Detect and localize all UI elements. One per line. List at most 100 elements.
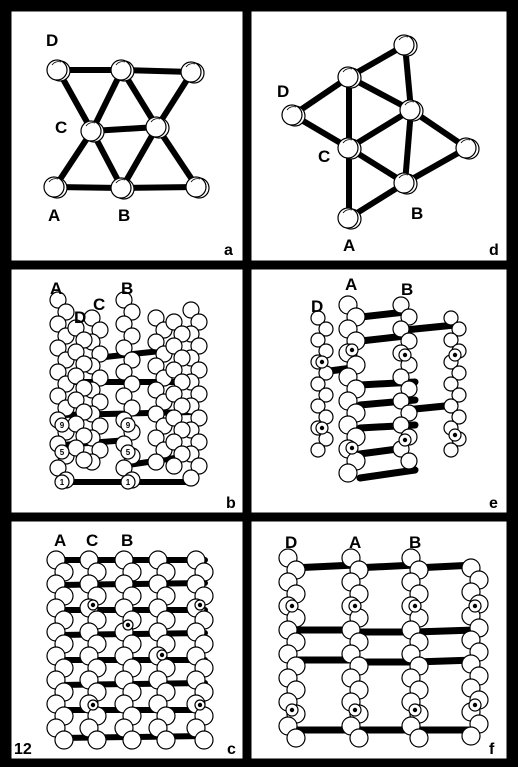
panel-f-label-d: D bbox=[285, 533, 297, 552]
atom bbox=[286, 728, 306, 748]
atom-shading bbox=[85, 122, 96, 127]
atom bbox=[173, 349, 191, 367]
atom bbox=[67, 391, 85, 409]
atom bbox=[443, 442, 459, 458]
atom bbox=[110, 59, 132, 81]
atom bbox=[91, 393, 109, 411]
atom bbox=[310, 332, 326, 348]
atom bbox=[443, 310, 459, 326]
marked-atom-dot bbox=[90, 702, 96, 708]
atom bbox=[310, 310, 326, 326]
atom bbox=[190, 457, 208, 475]
atom bbox=[67, 319, 85, 337]
atom bbox=[57, 303, 75, 321]
residue-number: 1 bbox=[60, 478, 65, 487]
bond bbox=[52, 128, 95, 190]
atom bbox=[392, 368, 410, 386]
atom bbox=[115, 315, 133, 333]
atom bbox=[451, 365, 467, 381]
atom bbox=[67, 343, 85, 361]
atom bbox=[443, 376, 459, 392]
panel-d-label-d: D bbox=[277, 82, 289, 101]
panel-e-letter: e bbox=[489, 495, 498, 512]
atom bbox=[392, 296, 410, 314]
panel-c-label-b: B bbox=[121, 531, 133, 550]
panel-a-label-d: D bbox=[46, 31, 58, 50]
panel-b-label-c: C bbox=[93, 295, 105, 314]
atom bbox=[115, 291, 133, 309]
marked-atom-dot bbox=[452, 432, 458, 438]
atom bbox=[147, 381, 165, 399]
atom bbox=[147, 429, 165, 447]
atom-shading bbox=[342, 68, 353, 73]
helix-column-a bbox=[338, 295, 366, 483]
atom-shading bbox=[150, 118, 161, 123]
panel-d-frame bbox=[248, 8, 510, 264]
panel-f-structure bbox=[278, 548, 489, 748]
atom bbox=[147, 309, 165, 327]
atom-shading bbox=[51, 61, 62, 66]
panel-b-label-a: A bbox=[50, 279, 62, 298]
marked-atom-dot bbox=[472, 702, 478, 708]
panel-d-label-a: A bbox=[343, 236, 355, 255]
panel-c-letter: c bbox=[227, 741, 236, 758]
panel-d-letter: d bbox=[489, 242, 499, 259]
atom bbox=[190, 337, 208, 355]
atom bbox=[392, 392, 410, 410]
residue-number: 1 bbox=[126, 478, 131, 487]
atom bbox=[451, 409, 467, 425]
panel-c-structure bbox=[46, 550, 214, 750]
atom bbox=[337, 66, 359, 88]
atom bbox=[165, 361, 183, 379]
atom bbox=[75, 355, 93, 373]
atom bbox=[190, 385, 208, 403]
atom bbox=[400, 404, 418, 422]
atom bbox=[147, 357, 165, 375]
residue-number: 5 bbox=[60, 448, 65, 457]
atom bbox=[115, 363, 133, 381]
atom bbox=[400, 380, 418, 398]
atom bbox=[91, 345, 109, 363]
residue-marker bbox=[120, 444, 136, 460]
marked-atom-dot bbox=[352, 707, 358, 713]
atom bbox=[87, 730, 107, 750]
atom bbox=[393, 34, 415, 56]
atom bbox=[75, 331, 93, 349]
helix-column-0 bbox=[46, 550, 74, 750]
panel-f-letter: f bbox=[489, 741, 495, 758]
atom bbox=[318, 387, 334, 403]
atom-shading bbox=[115, 179, 126, 184]
atom bbox=[83, 309, 101, 327]
atom bbox=[165, 337, 183, 355]
atom bbox=[49, 387, 67, 405]
atom-shading bbox=[342, 209, 353, 214]
marked-atom-dot bbox=[319, 359, 325, 365]
residue-marker bbox=[120, 474, 136, 490]
residue-marker bbox=[120, 417, 136, 433]
helix-column-1 bbox=[79, 550, 107, 750]
atom-shading bbox=[342, 139, 353, 144]
atom bbox=[318, 321, 334, 337]
atom bbox=[123, 303, 141, 321]
atom bbox=[190, 361, 208, 379]
atom bbox=[392, 416, 410, 434]
bond bbox=[356, 466, 419, 482]
atom bbox=[180, 61, 202, 83]
helix-column-1 bbox=[115, 291, 141, 489]
panel-e-label-b: B bbox=[401, 280, 413, 299]
marked-atom-dot bbox=[90, 602, 96, 608]
atom bbox=[400, 332, 418, 350]
atom bbox=[110, 177, 132, 199]
atom bbox=[281, 104, 303, 126]
marked-atom-dot bbox=[289, 603, 295, 609]
panel-c-label-a: A bbox=[54, 531, 66, 550]
marked-atom-dot bbox=[352, 603, 358, 609]
panel-c-label-c: C bbox=[86, 531, 98, 550]
atom bbox=[461, 726, 481, 746]
atom bbox=[156, 730, 176, 750]
atom bbox=[43, 176, 65, 198]
atom bbox=[190, 409, 208, 427]
atom bbox=[91, 369, 109, 387]
panel-a-label-c: C bbox=[55, 118, 67, 137]
